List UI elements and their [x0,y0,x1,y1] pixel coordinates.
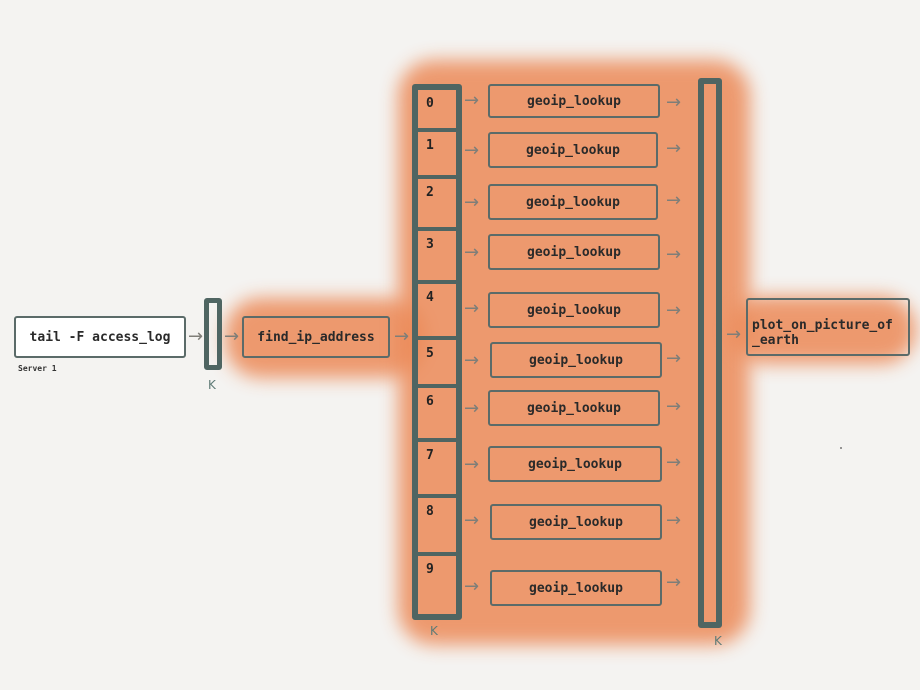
partition-cell: 9 [418,556,456,614]
partition-cell: 6 [418,388,456,442]
worker-label: geoip_lookup [529,580,623,596]
worker-label: geoip_lookup [529,514,623,530]
partition-cell: 0 [418,90,456,132]
source-label: tail -F access_log [29,329,171,345]
partition-cell: 2 [418,179,456,231]
worker-box: geoip_lookup [488,132,658,168]
arrow-worker-5: → [666,348,682,369]
worker-box: geoip_lookup [488,84,660,118]
arrow-extractor-to-partitions: → [394,326,410,347]
worker-box: geoip_lookup [490,504,662,540]
arrow-partition-9: → [464,576,480,597]
output-queue [698,78,722,628]
partition-label: 5 [426,346,434,361]
worker-box: geoip_lookup [488,184,658,220]
partition-cell: 7 [418,442,456,498]
partition-label: 9 [426,562,434,577]
worker-box: geoip_lookup [488,390,660,426]
worker-label: geoip_lookup [529,352,623,368]
worker-box: geoip_lookup [488,234,660,270]
worker-box: geoip_lookup [490,342,662,378]
sink-label: plot_on_picture_of _earth [752,318,893,348]
partition-cell: 1 [418,132,456,179]
partition-cell: 5 [418,340,456,388]
arrow-partition-7: → [464,454,480,475]
source-box: tail -F access_log [14,316,186,358]
input-queue-marker: K [208,378,216,392]
worker-label: geoip_lookup [526,142,620,158]
extractor-label: find_ip_address [257,329,375,345]
arrow-partition-2: → [464,192,480,213]
partition-label: 0 [426,96,434,111]
partition-cell: 3 [418,231,456,284]
partition-label: 7 [426,448,434,463]
worker-label: geoip_lookup [527,93,621,109]
arrow-queue-to-sink: → [726,324,742,345]
stray-dot [840,447,842,449]
arrow-worker-2: → [666,190,682,211]
worker-box: geoip_lookup [488,292,660,328]
worker-label: geoip_lookup [528,456,622,472]
arrow-worker-0: → [666,92,682,113]
arrow-partition-8: → [464,510,480,531]
partition-label: 4 [426,290,434,305]
arrow-queue-to-extractor: → [224,326,240,347]
partition-label: 3 [426,237,434,252]
glow-extractor [225,298,425,378]
partition-label: 6 [426,394,434,409]
worker-box: geoip_lookup [490,570,662,606]
worker-label: geoip_lookup [527,400,621,416]
arrow-worker-8: → [666,510,682,531]
arrow-worker-7: → [666,452,682,473]
input-queue [204,298,222,370]
arrow-worker-1: → [666,138,682,159]
partition-label: 8 [426,504,434,519]
partition-cell: 4 [418,284,456,340]
glow-sink [730,296,916,364]
sink-box: plot_on_picture_of _earth [746,298,910,356]
arrow-source-to-queue: → [188,326,204,347]
worker-box: geoip_lookup [488,446,662,482]
worker-label: geoip_lookup [527,244,621,260]
arrow-partition-3: → [464,242,480,263]
arrow-partition-5: → [464,350,480,371]
arrow-worker-4: → [666,300,682,321]
partition-cell: 8 [418,498,456,556]
arrow-worker-3: → [666,244,682,265]
partitioned-queue-marker: K [430,624,438,638]
arrow-partition-1: → [464,140,480,161]
partition-label: 2 [426,185,434,200]
worker-label: geoip_lookup [526,194,620,210]
extractor-box: find_ip_address [242,316,390,358]
arrow-worker-9: → [666,572,682,593]
server-label: Server 1 [18,364,57,373]
partition-label: 1 [426,138,434,153]
arrow-partition-4: → [464,298,480,319]
output-queue-marker: K [714,634,722,648]
arrow-worker-6: → [666,396,682,417]
arrow-partition-0: → [464,90,480,111]
worker-label: geoip_lookup [527,302,621,318]
arrow-partition-6: → [464,398,480,419]
partitioned-queue: 0 1 2 3 4 5 6 7 8 9 [412,84,462,620]
